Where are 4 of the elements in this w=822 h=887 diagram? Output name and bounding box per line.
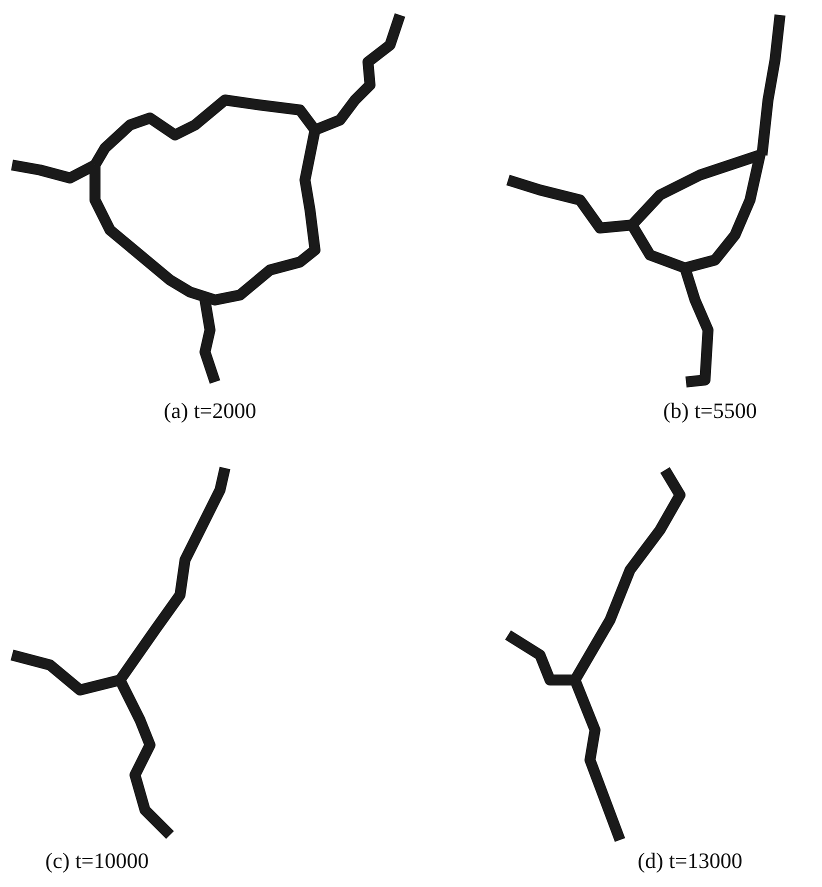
panel-caption: (c) t=10000 xyxy=(45,848,149,874)
panel-caption: (d) t=13000 xyxy=(638,848,742,874)
panel-caption: (a) t=2000 xyxy=(164,398,256,424)
panel-caption: (b) t=5500 xyxy=(663,398,757,424)
